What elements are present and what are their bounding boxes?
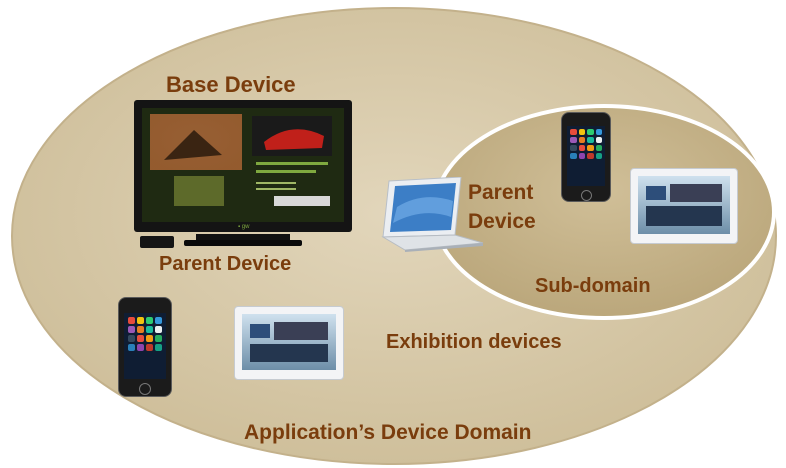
tablet-icon bbox=[630, 168, 738, 244]
base-device-label: Base Device bbox=[166, 72, 296, 97]
application-domain-label: Application’s Device Domain bbox=[244, 421, 532, 444]
set-top-box-icon bbox=[140, 236, 174, 248]
sub-domain-label: Sub-domain bbox=[535, 275, 651, 297]
laptop-icon bbox=[375, 176, 487, 252]
exhibition-devices-label: Exhibition devices bbox=[386, 331, 562, 353]
svg-text:▪ gw: ▪ gw bbox=[238, 224, 250, 230]
smartphone-icon bbox=[561, 112, 611, 202]
parent-device-tv-label: Parent Device bbox=[159, 253, 292, 275]
tablet-icon bbox=[234, 306, 344, 380]
parent-device-laptop-label-line2: Device bbox=[468, 210, 536, 233]
smartphone-icon bbox=[118, 297, 172, 397]
parent-device-laptop-label-line1: Parent bbox=[468, 181, 534, 204]
tv-icon: ▪ gw bbox=[134, 100, 352, 250]
